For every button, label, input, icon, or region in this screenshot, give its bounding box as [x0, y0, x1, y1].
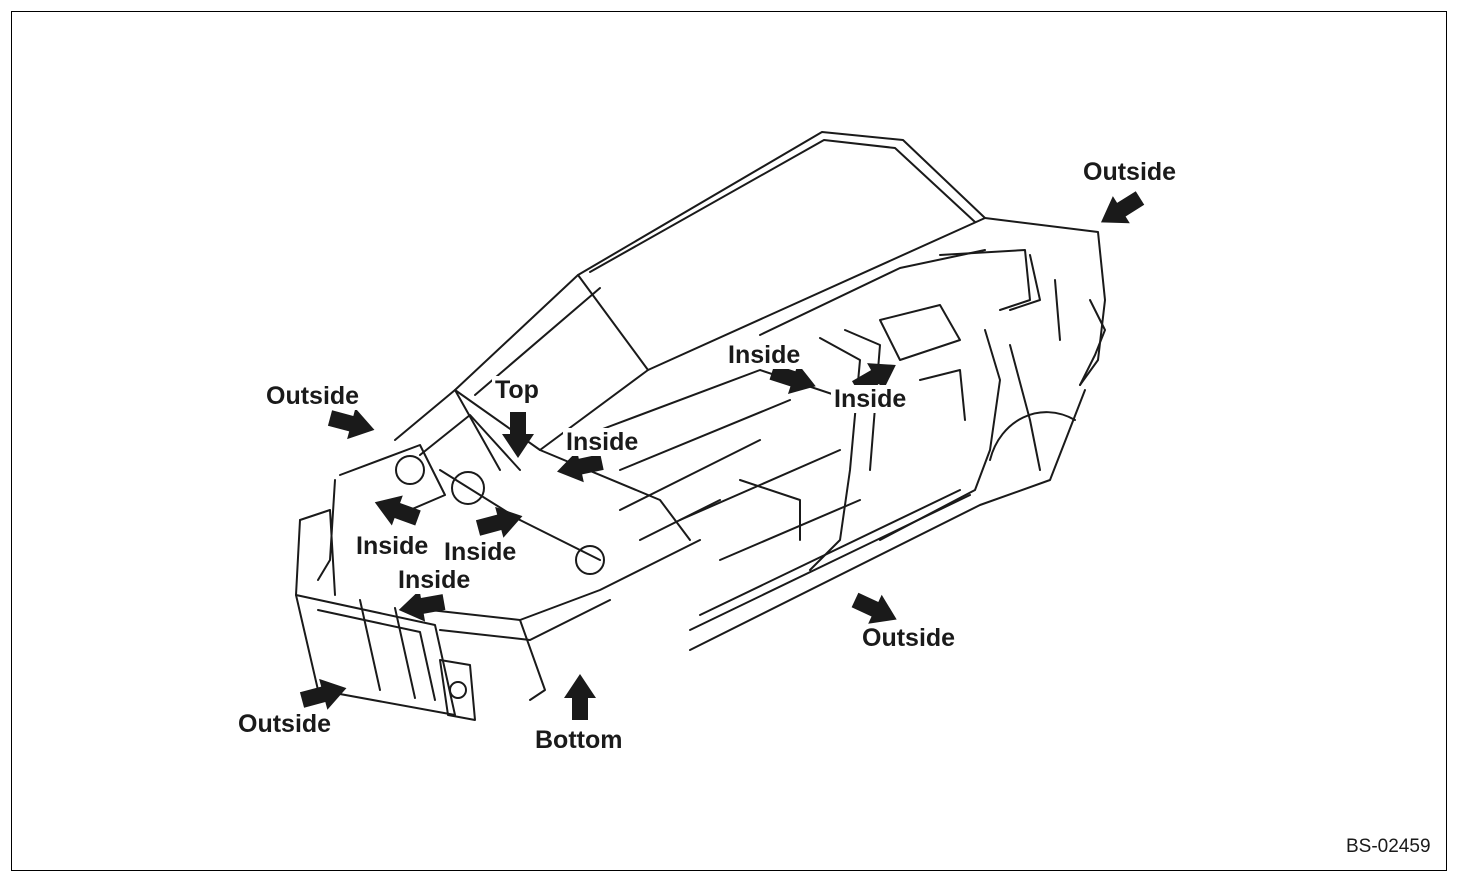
label-outside-side: Outside — [859, 624, 959, 652]
figure-code: BS-02459 — [1346, 836, 1431, 857]
arrow-top — [502, 412, 534, 458]
label-outside-rear: Outside — [1080, 158, 1180, 186]
arrow-bottom — [564, 674, 596, 720]
label-outside-front-lower: Outside — [235, 710, 335, 738]
label-outside-front-upper: Outside — [263, 382, 363, 410]
label-inside-pillar: Inside — [725, 341, 804, 369]
arrow-outside-rear — [1092, 184, 1149, 236]
label-top: Top — [492, 376, 542, 404]
label-inside-left-1: Inside — [353, 532, 432, 560]
label-inside-radiator: Inside — [395, 566, 474, 594]
label-inside-cowl: Inside — [563, 428, 642, 456]
label-inside-rear: Inside — [831, 385, 910, 413]
arrow-inside-left-1 — [369, 487, 424, 534]
label-inside-left-2: Inside — [441, 538, 520, 566]
label-bottom: Bottom — [532, 726, 626, 754]
body-shell — [295, 131, 1106, 721]
